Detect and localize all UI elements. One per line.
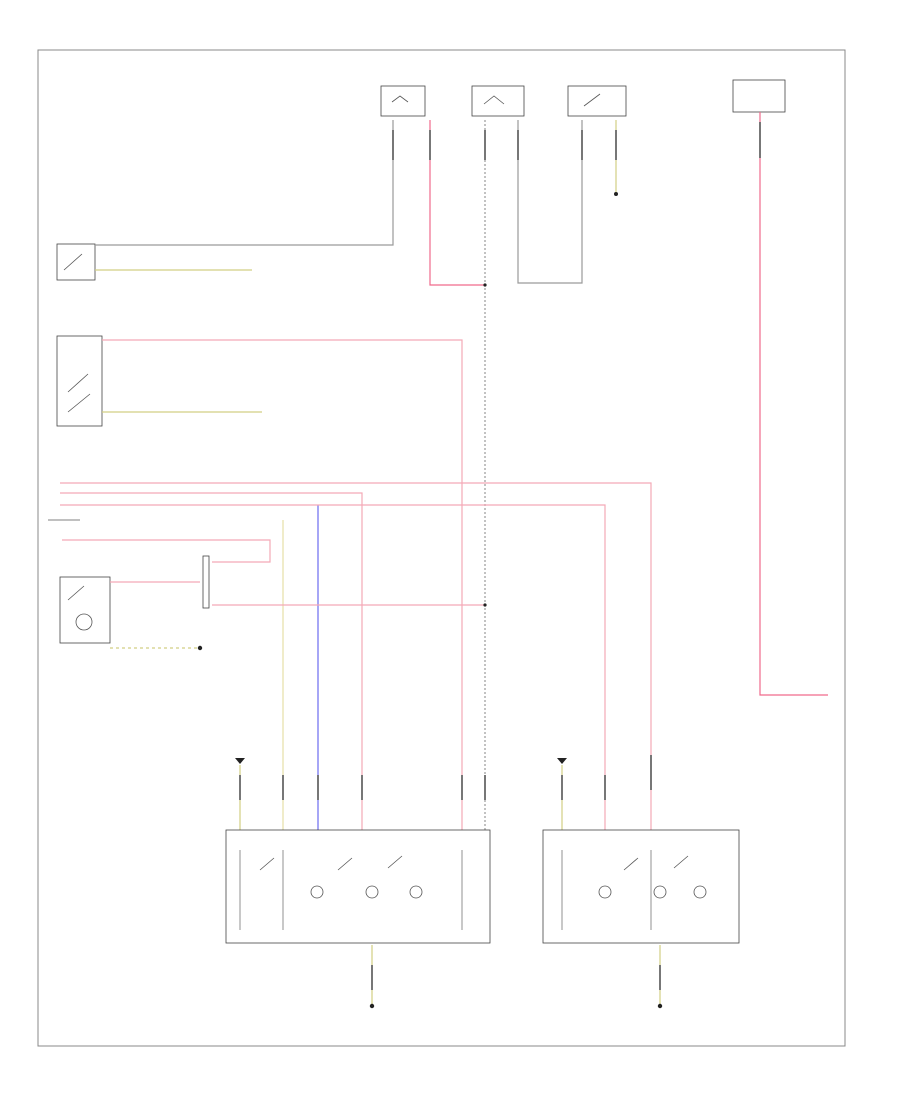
module-left (225, 829, 491, 944)
splice-2 (483, 603, 487, 607)
wire-pink-row-3 (60, 504, 606, 830)
ground-tab-left (235, 758, 245, 764)
wire-grey-left-switch-1 (95, 120, 394, 246)
ground-module-left (369, 1003, 375, 1009)
ground-tab-right (557, 758, 567, 764)
top-switch-3 (567, 85, 627, 117)
wire-pink-switch-2-row (102, 339, 463, 830)
ground-left-3 (197, 645, 203, 651)
module-right (542, 829, 740, 944)
left-switch-1 (56, 243, 96, 281)
left-switch-2 (56, 335, 103, 427)
left-switch-3 (59, 576, 111, 644)
splice-1 (483, 283, 487, 287)
wire-pink-row-2 (60, 492, 363, 830)
wire-pink-row-1 (60, 482, 652, 830)
top-switch-2 (471, 85, 525, 117)
terminal-marks (239, 122, 761, 990)
ground-top-3 (614, 192, 618, 196)
relay-bracket (202, 555, 210, 609)
wire-pink-relay-top (62, 539, 271, 563)
wire-pink-right-vertical (759, 112, 828, 696)
ground-module-right (657, 1003, 663, 1009)
ground-symbols (197, 192, 663, 1009)
top-switch-1 (380, 85, 426, 117)
wire-grey-switch2-switch3 (517, 120, 583, 284)
diagram-frame (37, 49, 846, 1047)
top-right-module (732, 79, 786, 113)
wire-pink-top-switch-1 (429, 120, 485, 286)
wires (48, 112, 828, 1005)
